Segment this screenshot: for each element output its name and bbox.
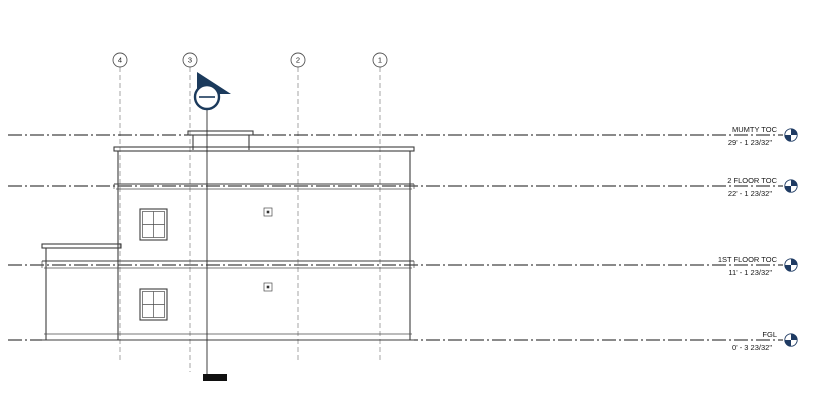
wing-parapet-cap <box>41 243 122 249</box>
window-second-floor <box>139 208 168 241</box>
level-annotation-mumty[interactable]: MUMTY TOC 29' - 1 23/32" <box>728 125 798 147</box>
level-elevation-label: 11' - 1 23/32" <box>728 268 772 277</box>
level-elevation-label: 0' - 3 23/32" <box>732 343 772 352</box>
mumty-parapet-cap <box>187 130 254 136</box>
window-first-floor <box>139 288 168 321</box>
level-head-icon <box>784 128 798 142</box>
level-head-icon <box>784 333 798 347</box>
grid-bubble-label: 3 <box>188 56 192 65</box>
fixture-box <box>263 207 273 217</box>
level-head-icon <box>784 179 798 193</box>
grid-bubble-label: 2 <box>296 56 300 65</box>
grid-bubble-circle <box>182 52 198 68</box>
grid-bubble-circle <box>372 52 388 68</box>
level-name-label: FGL <box>762 330 777 339</box>
level-name-label: 2 FLOOR TOC <box>727 176 777 185</box>
window-frame <box>139 288 168 321</box>
grid-bubble-1[interactable]: 1 <box>372 52 388 68</box>
grid-bubble-4[interactable]: 4 <box>112 52 128 68</box>
grid-bubble-label: 1 <box>378 56 382 65</box>
grid-bubble-circle <box>112 52 128 68</box>
building-outline <box>41 130 415 341</box>
grid-lines <box>119 67 381 372</box>
level-elevation-label: 29' - 1 23/32" <box>728 138 772 147</box>
wall-fixture-upper <box>263 207 273 217</box>
fixture-dot <box>266 285 270 289</box>
level-annotation-fgl[interactable]: FGL 0' - 3 23/32" <box>732 330 798 352</box>
window-frame <box>139 208 168 241</box>
grid-bubble-circle <box>290 52 306 68</box>
roof-parapet-cap <box>113 146 415 152</box>
grid-bubble-3[interactable]: 3 <box>182 52 198 68</box>
level-head-icon <box>784 258 798 272</box>
section-marker[interactable] <box>193 72 231 381</box>
fixture-dot <box>266 210 270 214</box>
fixture-box <box>263 282 273 292</box>
section-tail-mark <box>203 374 227 381</box>
level-lines <box>8 134 783 341</box>
grid-bubble-label: 4 <box>118 56 122 65</box>
level-name-label: 1ST FLOOR TOC <box>718 255 778 264</box>
level-annotation-2floor[interactable]: 2 FLOOR TOC 22' - 1 23/32" <box>727 176 798 198</box>
grid-bubble-2[interactable]: 2 <box>290 52 306 68</box>
wall-fixture-lower <box>263 282 273 292</box>
level-name-label: MUMTY TOC <box>732 125 778 134</box>
level-elevation-label: 22' - 1 23/32" <box>728 189 772 198</box>
level-annotation-1stfloor[interactable]: 1ST FLOOR TOC 11' - 1 23/32" <box>718 255 798 277</box>
